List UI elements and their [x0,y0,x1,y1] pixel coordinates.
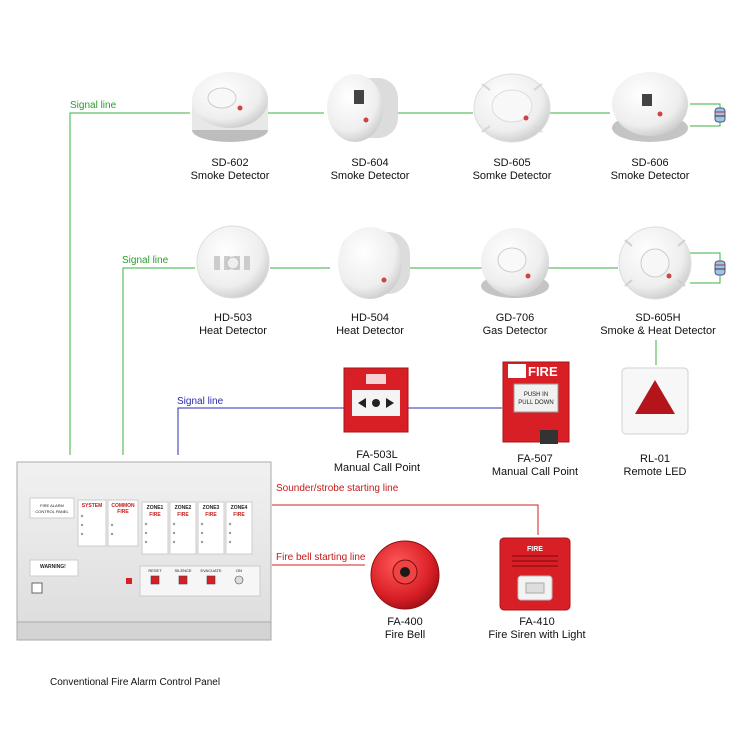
device-label-sd-606: SD-606 Smoke Detector [600,157,700,183]
device-label-fa-400: FA-400 Fire Bell [355,616,455,642]
fire-bell-line-label: Fire bell starting line [276,552,366,563]
fa-503l-manual-call-point-icon [343,367,409,433]
signal-line-label: Signal line [122,255,169,266]
gd-706-gas-detector-icon [481,228,549,298]
device-model: HD-504 [351,312,389,324]
device-name: Smoke Detector [330,170,410,182]
rl-01-remote-led-icon [621,367,689,435]
device-model: GD-706 [495,312,535,324]
device-model: SD-605H [635,312,681,324]
device-model: FA-503L [356,449,398,461]
device-name: Smoke Detector [190,170,270,182]
sounder-strobe-line [272,504,539,535]
device-name: Manual Call Point [333,462,421,474]
svg-text:SILENCE: SILENCE [174,568,191,573]
svg-text:FIRE: FIRE [527,546,543,553]
device-model: HD-503 [214,312,252,324]
device-label-hd-504: HD-504 Heat Detector [320,312,420,338]
device-name: Fire Bell [384,629,426,641]
fa-400-fire-bell-icon [370,540,440,610]
device-name: Somke Detector [472,170,552,182]
signal-line-3 [177,407,502,455]
fa-410-fire-siren-with-light-icon: FIRE [499,537,571,611]
sounder-strobe-line-label: Sounder/strobe starting line [276,483,399,494]
device-name: Fire Siren with Light [488,629,586,641]
sd-602-smoke-detector-icon [192,72,268,142]
device-label-sd-605: SD-605 Somke Detector [462,157,562,183]
end-of-line-resistor-icon [714,260,726,276]
device-label-fa-507: FA-507 Manual Call Point [480,453,590,479]
device-label-hd-503: HD-503 Heat Detector [183,312,283,338]
device-model: RL-01 [640,453,670,465]
sd-604-smoke-detector-icon [327,74,398,142]
device-label-fa-503l: FA-503L Manual Call Point [322,449,432,475]
device-model: SD-606 [631,157,669,169]
svg-text:RESET: RESET [148,568,162,573]
device-model: FA-400 [387,616,423,628]
svg-text:COMMON: COMMON [111,503,135,509]
end-of-line-resistor-icon [714,107,726,123]
device-model: SD-602 [211,157,249,169]
device-label-rl-01: RL-01 Remote LED [612,453,698,479]
svg-text:PULL DOWN: PULL DOWN [518,400,553,406]
svg-text:ZONE3: ZONE3 [203,505,220,511]
svg-text:ZONE2: ZONE2 [175,505,192,511]
device-name: Heat Detector [336,325,404,337]
signal-line-label: Signal line [70,100,117,111]
device-name: Smoke Detector [610,170,690,182]
svg-text:FIRE: FIRE [149,512,161,518]
device-label-gd-706: GD-706 Gas Detector [465,312,565,338]
device-name: Heat Detector [199,325,267,337]
svg-text:CONTROL PANEL: CONTROL PANEL [35,509,69,514]
svg-text:ON: ON [236,568,242,573]
device-name: Manual Call Point [491,466,579,478]
sd-605h-smoke-heat-detector-icon [618,226,692,300]
sd-606-smoke-detector-icon [612,72,688,142]
device-label-sd-604: SD-604 Smoke Detector [320,157,420,183]
device-label-sd-605h: SD-605H Smoke & Heat Detector [596,312,720,338]
svg-text:FIRE: FIRE [233,512,245,518]
fa-507-manual-call-point-icon: FIRE PUSH IN PULL DOWN [502,361,570,444]
control-panel-icon: FIRE ALARM CONTROL PANEL SYSTEM COMMON F… [16,461,272,641]
device-name: Remote LED [623,466,687,478]
device-model: FA-507 [517,453,553,465]
svg-text:FIRE: FIRE [205,512,217,518]
svg-text:ZONE1: ZONE1 [147,505,164,511]
device-model: FA-410 [519,616,555,628]
signal-line-2 [122,252,721,455]
svg-text:ZONE4: ZONE4 [231,505,248,511]
svg-text:WARNING!: WARNING! [40,564,66,570]
svg-text:FIRE: FIRE [177,512,189,518]
device-name: Smoke & Heat Detector [600,325,716,337]
svg-text:SYSTEM: SYSTEM [82,503,103,509]
device-model: SD-605 [493,157,531,169]
device-name: Gas Detector [482,325,548,337]
signal-line-label: Signal line [177,396,224,407]
sd-605-smoke-detector-icon [473,73,551,143]
panel-caption: Conventional Fire Alarm Control Panel [50,677,221,688]
svg-text:EVACUATE: EVACUATE [201,568,222,573]
svg-text:PUSH IN: PUSH IN [524,392,548,398]
device-model: SD-604 [351,157,389,169]
svg-text:FIRE ALARM: FIRE ALARM [40,503,64,508]
hd-504-heat-detector-icon [338,227,410,299]
fa-507-fire-text: FIRE [528,364,558,379]
svg-text:FIRE: FIRE [117,509,129,515]
device-label-sd-602: SD-602 Smoke Detector [180,157,280,183]
hd-503-heat-detector-icon [196,225,270,299]
device-label-fa-410: FA-410 Fire Siren with Light [478,616,596,642]
